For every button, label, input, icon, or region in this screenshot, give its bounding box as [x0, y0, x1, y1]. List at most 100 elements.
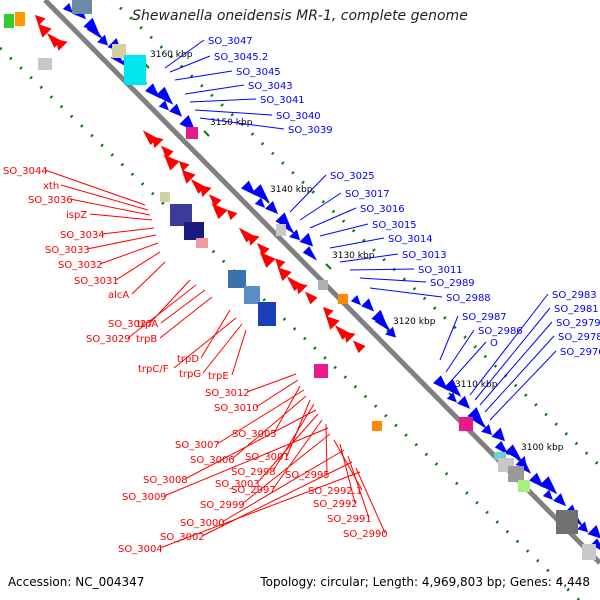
- callout-leader: [194, 109, 273, 116]
- callout-leader: [231, 395, 307, 460]
- reverse-gene-callout: SO_3036: [28, 195, 151, 216]
- gene-arrow: [374, 315, 392, 332]
- reverse-gene-callout: alcA: [108, 261, 166, 301]
- callout-leader: [359, 277, 427, 283]
- reverse-gene-callout: SO_2995: [285, 423, 330, 481]
- reverse-gene-callout: SO_2990: [343, 467, 388, 540]
- forward-gene-callout: O: [451, 338, 498, 381]
- gene-arrow: [529, 472, 545, 488]
- gene-arrow: [325, 315, 340, 330]
- gene-arrow: [256, 242, 270, 256]
- forward-gene-callout: SO_2986: [445, 326, 523, 373]
- gene-arrow: [350, 294, 361, 306]
- reverse-gene-callout: SO_3003: [215, 413, 319, 490]
- callout-leader: [272, 419, 323, 490]
- forward-gene-callout: SO_3043: [184, 81, 293, 95]
- callout-leader: [69, 198, 151, 216]
- gene-arrow: [145, 83, 161, 99]
- callout-leader: [231, 329, 247, 376]
- forward-gene-callout: SO_2983: [469, 290, 597, 396]
- reverse-gene-label: SO_2990: [343, 529, 388, 540]
- gene-arrow: [302, 246, 318, 261]
- gene-arrow: [265, 201, 279, 215]
- gene-arrow: [344, 331, 356, 344]
- callout-leader: [241, 433, 331, 505]
- callout-leader: [44, 169, 146, 206]
- callout-leader: [339, 443, 356, 504]
- reverse-gene-label: SO_3005: [232, 429, 277, 440]
- gene-arrow: [505, 444, 523, 462]
- callout-leader: [255, 379, 299, 408]
- reverse-gene-label: trpG: [179, 369, 201, 380]
- gene-arrow: [304, 291, 318, 305]
- reverse-gene-label: SO_3003: [215, 479, 260, 490]
- gene-arrow: [37, 23, 52, 38]
- kbp-tick-mark: [203, 130, 210, 137]
- gene-arrow: [86, 23, 104, 40]
- reverse-gene-label: SO_3029: [86, 334, 131, 345]
- reverse-gene-label: SO_3002: [160, 532, 205, 543]
- callout-leader: [479, 321, 553, 406]
- gene-arrow: [289, 229, 300, 241]
- callout-leader: [159, 296, 213, 339]
- gene-arrow: [56, 39, 68, 51]
- forward-gene-label: SO_2978: [558, 332, 600, 343]
- feature-box: [338, 294, 348, 304]
- reverse-gene-callout: SO_3005: [232, 385, 301, 440]
- reverse-gene-label: SO_3034: [60, 230, 105, 241]
- reverse-gene-callout: SO_3032: [58, 242, 159, 271]
- reverse-gene-label: trpA: [137, 319, 158, 330]
- forward-gene-callout: SO_2976: [489, 347, 600, 421]
- reverse-gene-label: SO_3044: [3, 166, 48, 177]
- callout-leader: [349, 268, 415, 271]
- gene-arrow: [179, 160, 190, 172]
- callout-leader: [101, 227, 155, 235]
- callout-leader: [86, 234, 157, 250]
- callout-leader: [329, 237, 385, 249]
- callout-leader: [474, 307, 551, 401]
- reverse-gene-callout: SO_3008: [143, 409, 317, 486]
- forward-gene-label: SO_3011: [418, 265, 463, 276]
- forward-gene-callout: SO_3045: [174, 67, 281, 81]
- feature-box: [244, 286, 260, 304]
- reverse-gene-label: SO_3004: [118, 544, 163, 555]
- gene-arrow: [259, 251, 276, 268]
- forward-gene-callout: SO_3041: [189, 95, 305, 106]
- callout-leader: [60, 184, 149, 211]
- forward-gene-label: SO_3016: [360, 204, 405, 215]
- forward-gene-label: SO_3013: [402, 250, 447, 261]
- feature-box: [184, 222, 204, 240]
- forward-gene-label: SO_3025: [330, 171, 375, 182]
- callout-leader: [184, 84, 245, 95]
- callout-leader: [256, 413, 319, 484]
- reverse-gene-callout: SO_2997: [231, 419, 323, 496]
- callout-leader: [445, 329, 475, 373]
- reverse-gene-label: SO_3036: [28, 195, 73, 206]
- callout-leader: [319, 223, 369, 237]
- callout-leader: [189, 98, 257, 103]
- callout-leader: [199, 117, 285, 130]
- kbp-tick-label: 3160 kbp: [150, 50, 193, 60]
- reverse-gene-label: trpC/F: [138, 364, 169, 375]
- callout-leader: [246, 373, 297, 393]
- reverse-gene-label: xth: [43, 181, 59, 192]
- reverse-gene-callout: trpC/F: [138, 317, 237, 375]
- reverse-gene-callout: trpE: [208, 329, 247, 382]
- gene-arrow: [62, 2, 73, 14]
- callout-leader: [339, 253, 399, 263]
- reverse-gene-callout: SO_3009: [122, 427, 329, 503]
- forward-gene-callout: SO_3040: [194, 109, 321, 122]
- callout-leader: [160, 289, 206, 324]
- reverse-gene-label: SO_2991: [327, 514, 372, 525]
- reverse-gene-label: trpD: [177, 354, 199, 365]
- gene-arrow: [160, 145, 174, 159]
- feature-box: [228, 270, 246, 288]
- kbp-tick-label: 3140 kbp: [270, 185, 313, 195]
- reverse-gene-callout: trpG: [179, 323, 243, 380]
- reverse-gene-label: alcA: [108, 290, 129, 301]
- reverse-gene-callout: SO_3006: [190, 395, 307, 466]
- callout-leader: [489, 350, 557, 421]
- gene-arrow: [433, 375, 449, 391]
- feature-box: [186, 127, 198, 139]
